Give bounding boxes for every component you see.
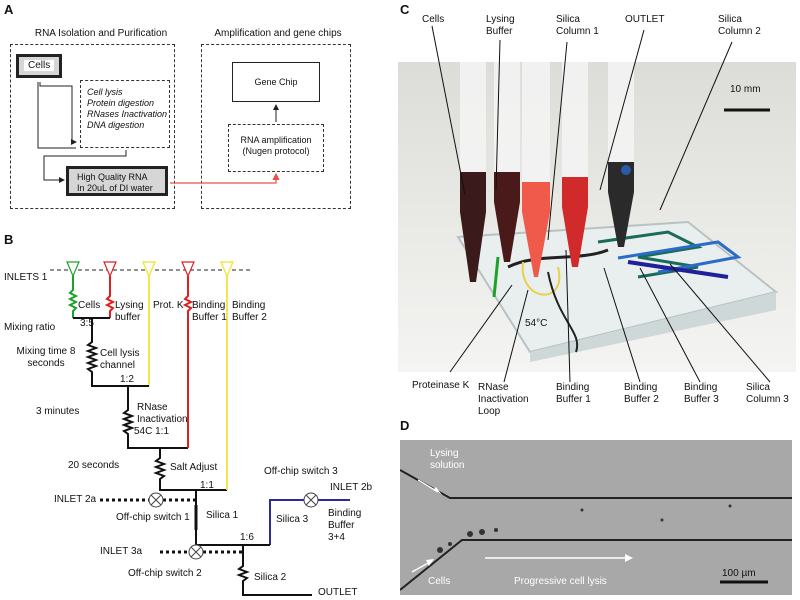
outlet-label: OUTLET <box>318 587 358 598</box>
gene-chip-label: Gene Chip <box>254 77 298 87</box>
step-cell-lysis: Cell lysis <box>87 87 123 97</box>
label-binding-buffer-1: Binding Buffer 1 <box>556 382 591 405</box>
step-protein-digestion: Protein digestion <box>87 98 155 108</box>
micrograph-illustration <box>400 469 792 591</box>
inlet-3a-label: INLET 3a <box>100 546 143 557</box>
mixing-ratio-label: Mixing ratio <box>4 322 56 333</box>
section1-title: RNA Isolation and Purification <box>34 28 168 39</box>
cells-box: Cells <box>16 54 62 78</box>
temp-label: 54°C <box>525 318 548 329</box>
panel-d-label: D <box>400 418 410 433</box>
amp-line1: RNA amplification <box>240 135 312 145</box>
inlet-2a-label: INLET 2a <box>54 494 97 505</box>
mixing-time-label: Mixing time 8 seconds <box>16 346 76 369</box>
ratio-3-5: 3:5 <box>80 318 94 329</box>
ratio-1-6: 1:6 <box>240 532 254 543</box>
cell-lysis-channel-label: Cell lysis channel <box>100 348 140 371</box>
silica-3-label: Silica 3 <box>276 514 309 525</box>
label-binding-buffer-3: Binding Buffer 3 <box>684 382 719 405</box>
progressive-lysis-label: Progressive cell lysis <box>514 576 607 587</box>
rna-box: High Quality RNA In 20uL of DI water <box>66 166 168 196</box>
reagent-lysing-buffer: Lysing buffer <box>115 300 144 323</box>
reagent-binding-buffer-1: Binding Buffer 1 <box>192 300 227 323</box>
panel-c-label: C <box>400 2 410 17</box>
temp-ratio-label: 54C 1:1 <box>134 426 170 437</box>
reagent-cells: Cells <box>78 300 101 311</box>
off-chip-switch-3-label: Off-chip switch 3 <box>264 466 338 477</box>
panel-a-label: A <box>4 2 14 17</box>
label-proteinase-k: Proteinase K <box>412 380 470 391</box>
salt-adjust-label: Salt Adjust <box>170 462 218 473</box>
label-lysing-buffer: Lysing Buffer <box>486 14 515 37</box>
micro-scale-label: 100 µm <box>722 568 756 579</box>
section2-title: Amplification and gene chips <box>214 28 342 39</box>
silica-1-label: Silica 1 <box>206 510 239 521</box>
step-rnases-inactivation: RNases Inactivation <box>87 109 168 119</box>
ratio-1-1: 1:1 <box>200 480 214 491</box>
lysing-solution-label: Lysing solution <box>430 448 465 471</box>
label-cells: Cells <box>422 14 445 25</box>
gene-chip-box: Gene Chip <box>232 62 320 102</box>
ratio-1-2: 1:2 <box>120 374 134 385</box>
process-steps-box: Cell lysis Protein digestion RNases Inac… <box>80 80 170 148</box>
rna-amp-box: RNA amplification (Nugen protocol) <box>228 124 324 172</box>
step-dna-digestion: DNA digestion <box>87 120 145 130</box>
label-rnase-loop: RNase Inactivation Loop <box>478 382 529 417</box>
label-silica-column-1: Silica Column 1 <box>556 14 599 37</box>
label-silica-column-3: Silica Column 3 <box>746 382 789 405</box>
rna-box-line1: High Quality RNA <box>77 172 148 182</box>
isolation-section <box>10 44 175 209</box>
panel-b-label: B <box>4 232 14 247</box>
cells-box-label: Cells <box>24 60 55 71</box>
silica-2-label: Silica 2 <box>254 572 287 583</box>
reagent-prot-k: Prot. K <box>153 300 184 311</box>
cells-label: Cells <box>428 576 451 587</box>
micrograph <box>400 440 792 595</box>
inlet-2b-label: INLET 2b <box>330 482 373 493</box>
twenty-seconds-label: 20 seconds <box>68 460 120 471</box>
scale-bar-label: 10 mm <box>730 84 761 95</box>
amplification-section <box>201 44 351 209</box>
chip-photo <box>398 62 796 372</box>
amp-line2: (Nugen protocol) <box>242 146 310 156</box>
off-chip-switch-2-label: Off-chip switch 2 <box>128 568 202 579</box>
rna-box-line2: In 20uL of DI water <box>77 183 153 193</box>
label-binding-buffer-2: Binding Buffer 2 <box>624 382 659 405</box>
off-chip-switch-1-label: Off-chip switch 1 <box>116 512 190 523</box>
label-outlet: OUTLET <box>625 14 665 25</box>
reagent-binding-buffer-2: Binding Buffer 2 <box>232 300 267 323</box>
label-silica-column-2: Silica Column 2 <box>718 14 761 37</box>
three-minutes-label: 3 minutes <box>36 406 80 417</box>
chip-illustration <box>456 62 779 362</box>
binding-buffer-34-label: Binding Buffer 3+4 <box>328 508 362 543</box>
rnase-inactivation-label: RNase Inactivation <box>137 402 188 425</box>
inlets1-label: INLETS 1 <box>4 272 48 283</box>
